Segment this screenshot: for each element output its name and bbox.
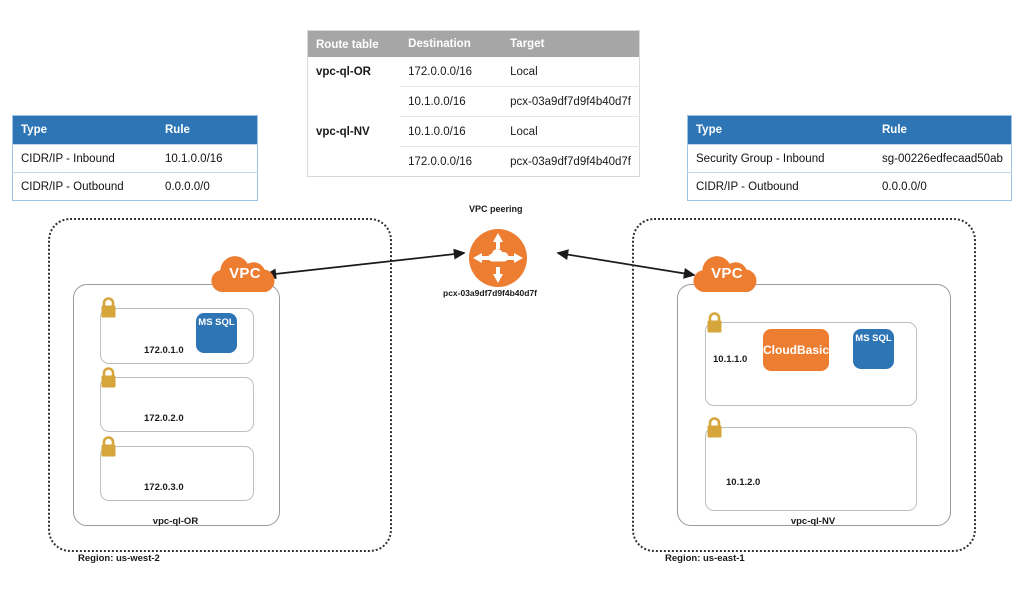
cell-type: CIDR/IP - Outbound <box>687 172 874 201</box>
app-ms-sql: MS SQL <box>196 313 237 353</box>
cell-destination: 172.0.0.0/16 <box>400 146 503 177</box>
region-us-west-2 <box>48 218 392 552</box>
table-row: vpc-ql-OR 172.0.0.0/16 Local <box>308 57 640 87</box>
cell-destination: 10.1.0.0/16 <box>400 86 503 117</box>
table-header-row: Type Rule <box>12 115 258 145</box>
cell-target: pcx-03a9df7d9f4b40d7f <box>502 146 640 177</box>
subnet-label-172-0-3-0: 172.0.3.0 <box>144 482 184 493</box>
vpc-name-ql-or: vpc-ql-OR <box>152 516 199 527</box>
table-row: CIDR/IP - Outbound 0.0.0.0/0 <box>12 172 258 201</box>
column-header-destination: Destination <box>400 30 503 58</box>
column-header-route-table: Route table <box>307 30 401 58</box>
region-us-east-1 <box>632 218 976 552</box>
left-security-table: Type Rule CIDR/IP - Inbound 10.1.0.0/16 … <box>12 115 258 201</box>
cell-type: Security Group - Inbound <box>687 144 874 173</box>
vpc-peering-id: pcx-03a9df7d9f4b40d7f <box>443 288 538 298</box>
cell-type: CIDR/IP - Outbound <box>12 172 157 201</box>
cell-target: pcx-03a9df7d9f4b40d7f <box>502 86 640 117</box>
app-cloudbasic: CloudBasic <box>763 329 829 371</box>
subnet-label-10-1-1-0: 10.1.1.0 <box>713 354 748 365</box>
column-header-type: Type <box>12 115 157 145</box>
subnet-172-0-2-0 <box>100 377 254 432</box>
subnet-172-0-3-0 <box>100 446 254 501</box>
lock-icon <box>99 435 118 458</box>
right-security-table: Type Rule Security Group - Inbound sg-00… <box>687 115 1012 201</box>
cell-target: Local <box>510 65 538 78</box>
lock-icon <box>705 311 724 334</box>
region-us-east-1-label: Region: us-east-1 <box>665 553 745 564</box>
vpc-cloud-icon-left: VPC <box>208 252 282 296</box>
cell-destination: 10.1.0.0/16 <box>400 116 503 147</box>
app-ms-sql: MS SQL <box>853 329 894 369</box>
column-header-type: Type <box>687 115 874 145</box>
vpc-cloud-icon-right: VPC <box>690 252 764 296</box>
table-row: Security Group - Inbound sg-00226edfecaa… <box>687 144 1012 173</box>
table-row: CIDR/IP - Inbound 10.1.0.0/16 <box>12 144 258 173</box>
cell-vpc: vpc-ql-OR <box>316 66 371 79</box>
lock-icon <box>99 366 118 389</box>
cell-rule: sg-00226edfecaad50ab <box>874 144 1012 173</box>
table-row: CIDR/IP - Outbound 0.0.0.0/0 <box>687 172 1012 201</box>
cell-rule: 0.0.0.0/0 <box>874 172 1012 201</box>
cell-rule: 10.1.0.0/16 <box>157 144 258 173</box>
cell-vpc: vpc-ql-NV <box>316 125 370 138</box>
column-header-rule: Rule <box>157 115 258 145</box>
table-row: vpc-ql-NV 10.1.0.0/16 Local <box>308 116 640 147</box>
vpc-name-ql-nv: vpc-ql-NV <box>790 516 836 527</box>
cell-target: Local <box>502 116 640 147</box>
table-row: 10.1.0.0/16 pcx-03a9df7d9f4b40d7f <box>308 86 640 117</box>
table-row: 172.0.0.0/16 pcx-03a9df7d9f4b40d7f <box>308 146 640 177</box>
subnet-10-1-2-0 <box>705 427 917 511</box>
vpc-peering-icon <box>467 227 529 289</box>
subnet-label-172-0-2-0: 172.0.2.0 <box>144 413 184 424</box>
cell-destination: 172.0.0.0/16 <box>408 65 473 78</box>
cell-rule: 0.0.0.0/0 <box>157 172 258 201</box>
table-header-row: Type Rule <box>687 115 1012 145</box>
region-us-west-2-label: Region: us-west-2 <box>78 553 160 564</box>
vpc-peering-title: VPC peering <box>469 204 523 214</box>
column-header-target: Target <box>502 30 640 58</box>
route-table: Route table Destination Target vpc-ql-OR… <box>307 30 640 178</box>
column-header-rule: Rule <box>874 115 1012 145</box>
subnet-label-10-1-2-0: 10.1.2.0 <box>726 477 761 488</box>
cell-vpc <box>308 87 401 117</box>
table-header-row: Route table Destination Target <box>307 30 640 58</box>
cell-type: CIDR/IP - Inbound <box>12 144 157 173</box>
subnet-label-172-0-1-0: 172.0.1.0 <box>144 345 184 356</box>
lock-icon <box>99 296 118 319</box>
cell-vpc <box>308 147 401 177</box>
lock-icon <box>705 416 724 439</box>
